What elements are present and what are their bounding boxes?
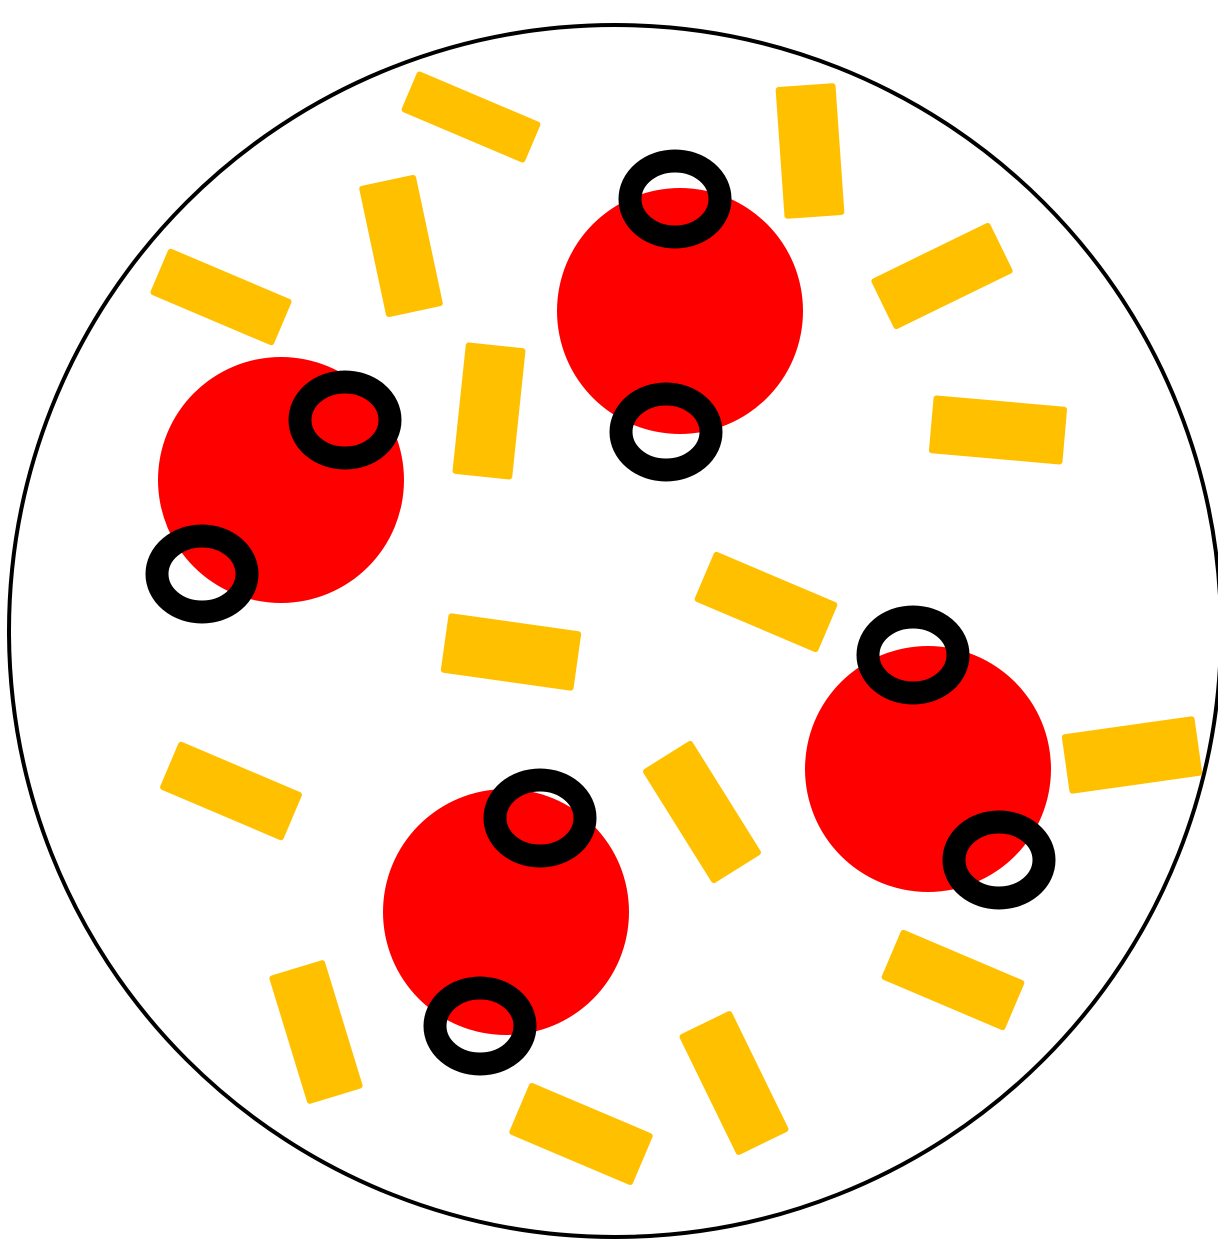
yellow-rectangle xyxy=(775,83,844,219)
container-outline xyxy=(9,25,1218,1237)
yellow-rectangle xyxy=(929,395,1068,464)
